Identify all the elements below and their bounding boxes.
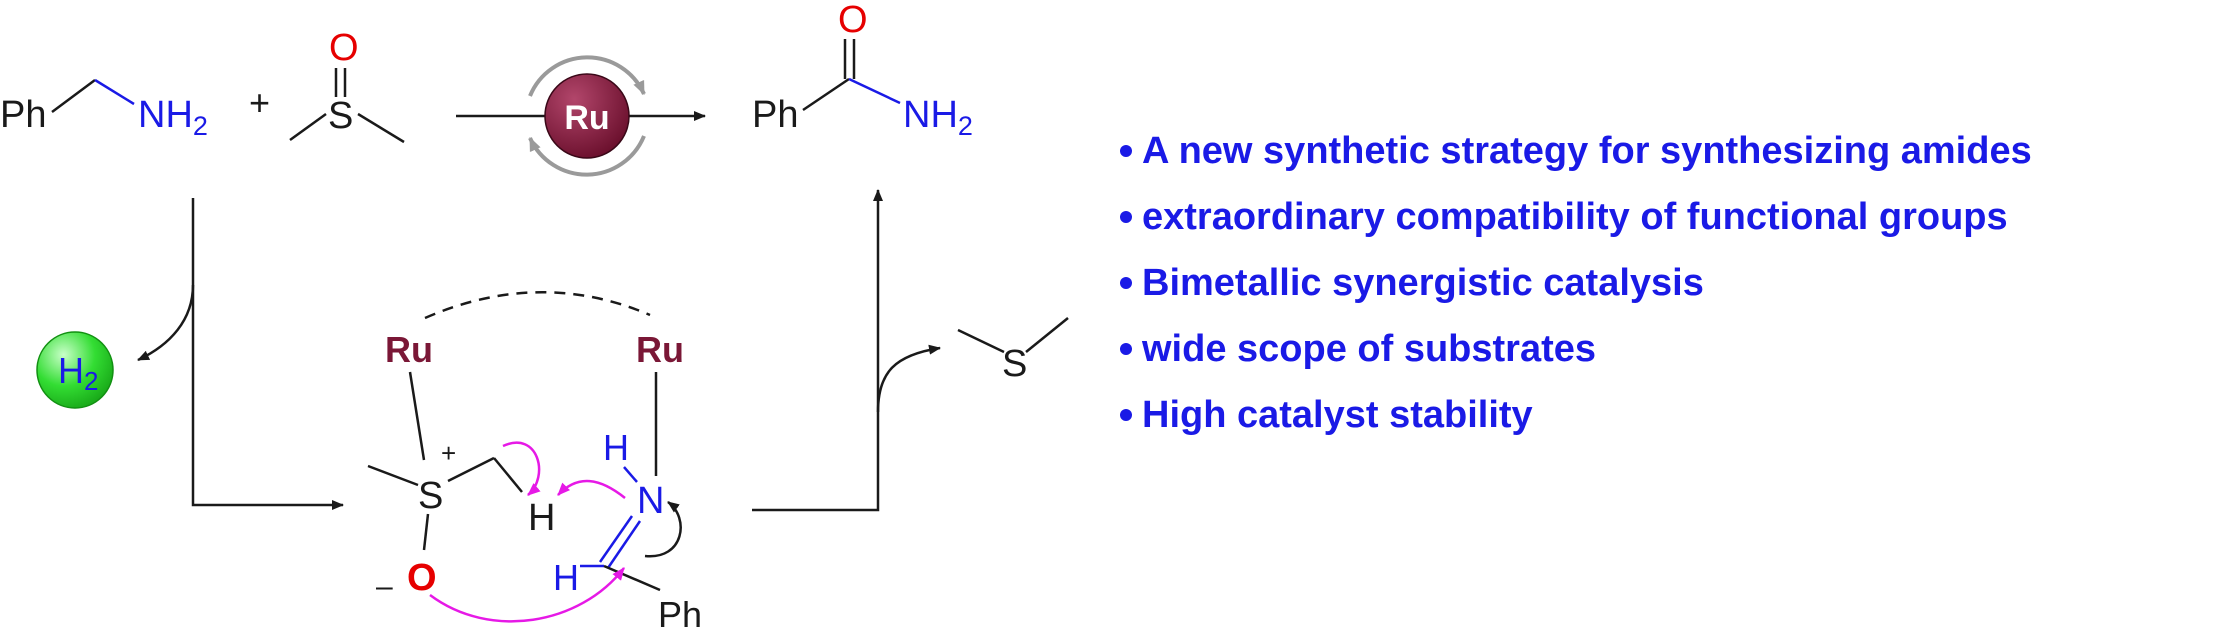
benzylamine-ch2-n-bond (94, 78, 135, 106)
ru-ru-dashed-link (424, 291, 651, 320)
imine-c-ph-bond (603, 564, 661, 592)
n-h-bond (623, 466, 638, 483)
ru-catalyst-ball (544, 73, 630, 159)
highlight-text: wide scope of substrates (1142, 328, 1597, 370)
dmso-sulfur-label: S (328, 95, 353, 137)
dms-release-arrow (876, 344, 941, 413)
product-oxygen-label: O (838, 0, 868, 41)
intermediate-sulfur-label: S (418, 475, 443, 517)
bullet-icon (1120, 277, 1132, 289)
product-c-n-bond (848, 77, 901, 105)
product-ph-label: Ph (752, 94, 798, 136)
highlight-text: A new synthetic strategy for synthesizin… (1142, 130, 2032, 172)
intermediate-oxygen-label: O (407, 557, 437, 599)
benzylamine-ph-ch2-bond (51, 78, 96, 114)
intermediate-ph-label: Ph (658, 594, 702, 629)
product-nh: NH (903, 94, 958, 136)
bullet-icon (1120, 343, 1132, 355)
intermediate-nitrogen-label: N (637, 480, 664, 522)
methyl-h-label: H (528, 497, 555, 539)
dmso-left-methyl (289, 112, 327, 142)
sulfur-positive-charge: + (441, 438, 456, 468)
oxygen-negative-charge: – (376, 570, 393, 603)
highlight-item: A new synthetic strategy for synthesizin… (1120, 118, 2032, 184)
s-ch2-bond (447, 456, 495, 483)
benzylamine: Ph NH2 (0, 78, 208, 141)
s-methyl-bond (367, 464, 419, 487)
benzylamine-nh: NH (138, 94, 193, 136)
hook-arrow-ch2-h (502, 441, 541, 496)
product-ph-c-bond (802, 77, 850, 112)
benzylamine-nh-subscript: 2 (193, 111, 208, 141)
highlight-item: High catalyst stability (1120, 382, 2032, 448)
benzylamine-nh-label: NH2 (138, 94, 208, 141)
highlight-text: High catalyst stability (1142, 394, 1533, 436)
dms-left-methyl (957, 328, 1005, 354)
dms-right-methyl (1025, 317, 1069, 353)
n-to-h-arrow (557, 479, 626, 499)
imine-h-label: H (553, 557, 579, 598)
cycle-arrow-bottom (528, 135, 646, 177)
ru-s-bond (408, 371, 426, 461)
bimetallic-intermediate: Ru Ru S + H O – H N H Ph (367, 291, 702, 629)
ru-right-label: Ru (636, 329, 684, 370)
bullet-icon (1120, 409, 1132, 421)
hydrogen-ball: H2 (36, 331, 114, 409)
c-n-double-bond-2 (598, 515, 634, 563)
benzamide: Ph O NH2 (752, 0, 973, 141)
product-nh-subscript: 2 (958, 111, 973, 141)
product-nh-label: NH2 (903, 94, 973, 141)
highlight-text: Bimetallic synergistic catalysis (1142, 262, 1704, 304)
bullet-icon (1120, 145, 1132, 157)
plus-sign: + (249, 82, 270, 123)
ch2-h-bond (493, 457, 523, 493)
dimethyl-sulfide: S (957, 317, 1069, 385)
left-pathway-arrow (191, 198, 344, 510)
dms-sulfur-label: S (1002, 343, 1027, 385)
highlight-item: wide scope of substrates (1120, 316, 2032, 382)
dmso: O S (289, 27, 405, 144)
dmso-right-methyl (357, 112, 405, 144)
hydrogen-label: H2 (58, 350, 98, 396)
dmso-oxygen-label: O (329, 27, 359, 69)
imine-to-n-arrow (644, 500, 682, 558)
highlight-text: extraordinary compatibility of functiona… (1142, 196, 2008, 238)
highlight-item: extraordinary compatibility of functiona… (1120, 184, 2032, 250)
ru-catalyst: Ru (528, 55, 646, 177)
benzylamine-ph-label: Ph (0, 94, 46, 136)
o-to-imine-arrow (429, 567, 625, 623)
nitrogen-h-label: H (603, 427, 629, 468)
ru-left-label: Ru (385, 329, 433, 370)
hydrogen-h: H (58, 350, 84, 391)
cycle-arrow-top (528, 55, 646, 97)
h2-release-arrow (137, 284, 195, 362)
ru-catalyst-label: Ru (564, 99, 609, 137)
c-n-double-bond-1 (606, 520, 642, 569)
highlights-list: A new synthetic strategy for synthesizin… (1120, 118, 2032, 448)
right-pathway-arrow (752, 189, 883, 512)
hydrogen-subscript: 2 (84, 366, 98, 396)
hydrogen-ball-sphere (36, 331, 114, 409)
bullet-icon (1120, 211, 1132, 223)
highlight-item: Bimetallic synergistic catalysis (1120, 250, 2032, 316)
s-o-bond (422, 513, 430, 551)
